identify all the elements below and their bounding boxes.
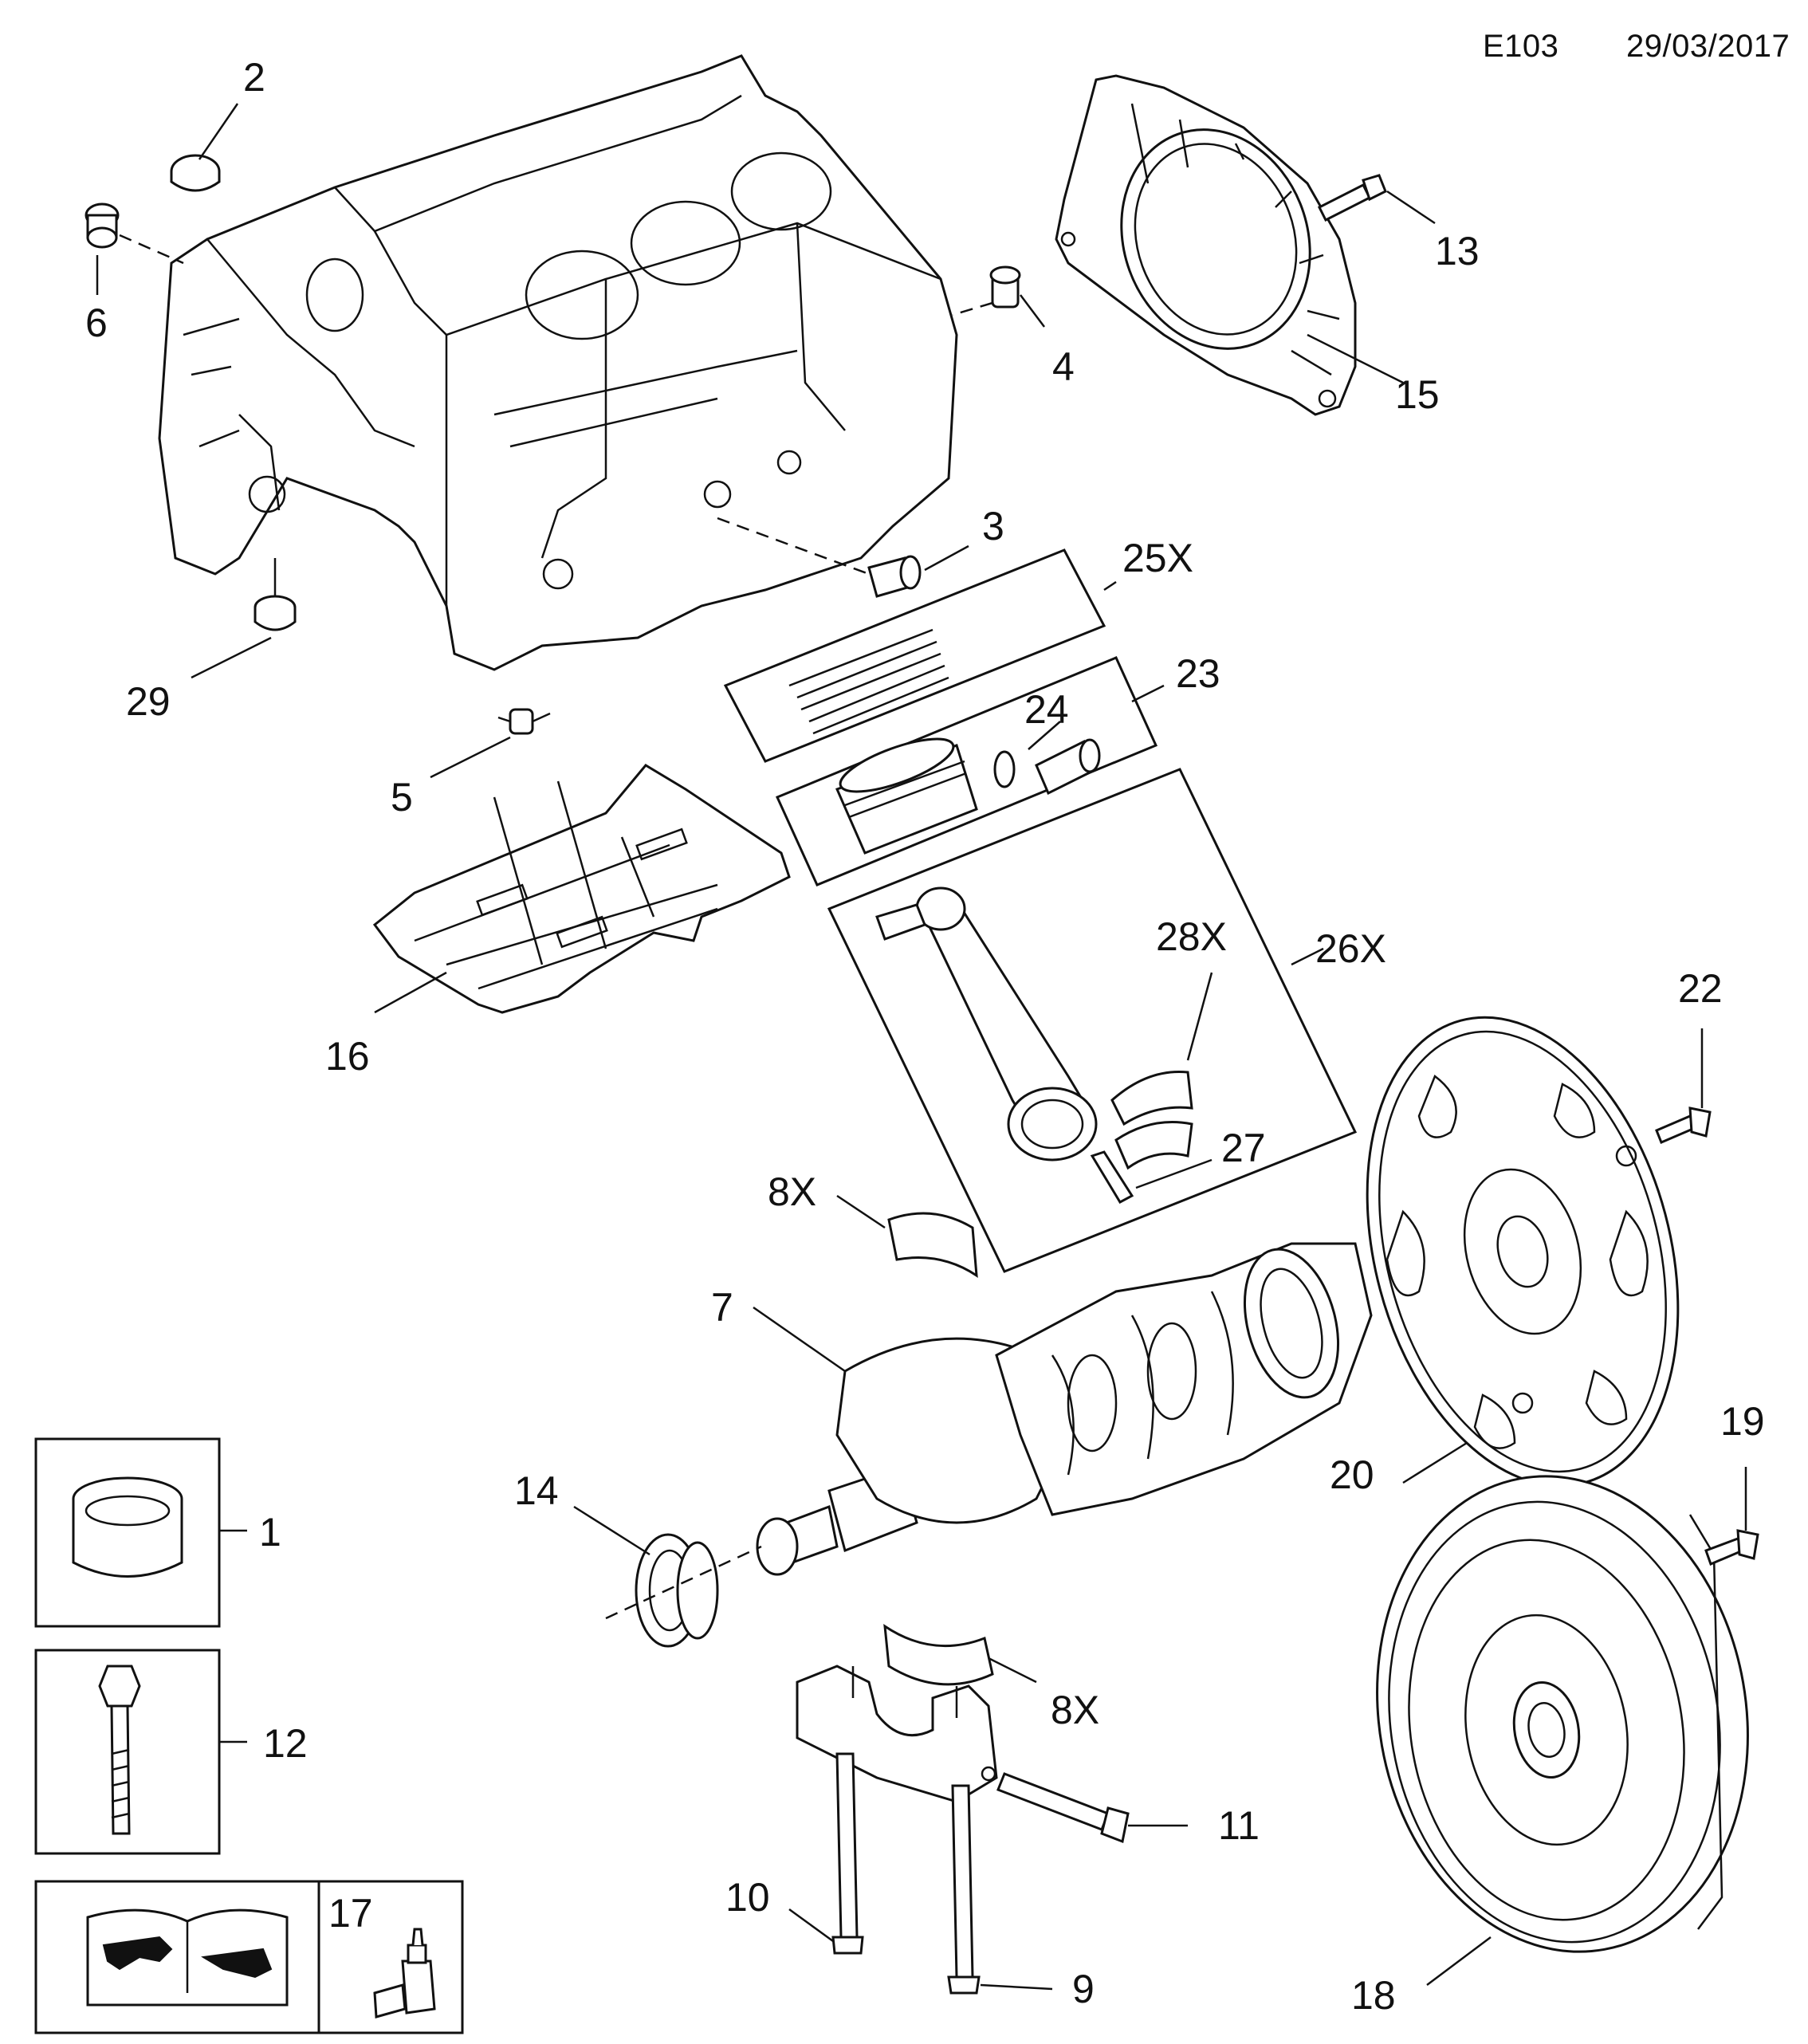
callout-18: 18 — [1351, 1973, 1396, 2018]
callout-22: 22 — [1678, 966, 1723, 1011]
leader-28x — [1186, 972, 1213, 1061]
legend-box-17 — [34, 1880, 464, 2034]
callout-13: 13 — [1435, 229, 1480, 273]
callout-8x-top: 8X — [768, 1169, 817, 1214]
part-8x-bearing-lower — [883, 1623, 994, 1686]
callout-19: 19 — [1720, 1399, 1765, 1444]
part-22-bolt — [1655, 1107, 1712, 1144]
leader-20 — [1402, 1441, 1468, 1484]
part-13-bolt — [1317, 174, 1387, 222]
callout-25x: 25X — [1122, 536, 1193, 580]
callout-26x: 26X — [1315, 926, 1386, 971]
leader-9 — [980, 1983, 1053, 1991]
diagram-code: E103 — [1483, 29, 1559, 64]
leader-23 — [1131, 684, 1165, 703]
callout-7: 7 — [711, 1285, 733, 1330]
callout-17: 17 — [328, 1891, 373, 1936]
diagram-date: 29/03/2017 — [1626, 29, 1790, 64]
leader-29 — [191, 636, 272, 679]
part-5-clip — [497, 708, 551, 735]
leader-18 — [1426, 1936, 1492, 1986]
callout-5: 5 — [391, 775, 413, 820]
leader-10 — [788, 1908, 834, 1943]
callout-11: 11 — [1218, 1803, 1260, 1848]
callout-4: 4 — [1052, 344, 1075, 389]
leader-7 — [753, 1306, 846, 1373]
callout-23: 23 — [1176, 651, 1220, 696]
callout-6: 6 — [85, 301, 108, 345]
callout-9: 9 — [1072, 1967, 1095, 2011]
part-20-flexplate — [1366, 1016, 1680, 1488]
legend-box-12 — [34, 1649, 221, 1855]
callout-24: 24 — [1024, 687, 1069, 732]
part-main-bearing-cap — [796, 1665, 998, 1803]
part-10-bolt — [831, 1752, 864, 1955]
leader-16 — [374, 971, 447, 1014]
part-19-bolt — [1704, 1529, 1759, 1566]
leader-24 — [1028, 721, 1061, 750]
leader-8x-top — [836, 1194, 886, 1229]
leader-14 — [573, 1505, 650, 1556]
callout-14: 14 — [514, 1468, 559, 1513]
part-11-bolt — [996, 1772, 1130, 1844]
callout-8x-bottom: 8X — [1051, 1688, 1100, 1732]
part-14-front-seal — [635, 1533, 719, 1648]
part-18-flywheel — [1376, 1475, 1749, 1953]
callout-1: 1 — [259, 1510, 281, 1555]
callout-15: 15 — [1395, 372, 1440, 417]
leader-25x — [1103, 580, 1117, 592]
part-9-bolt — [947, 1784, 981, 1995]
callout-12: 12 — [263, 1721, 308, 1766]
box-25x-piston-rings — [723, 548, 1106, 763]
part-8x-bearing-upper — [887, 1212, 978, 1278]
callout-28x: 28X — [1156, 914, 1227, 959]
callout-2: 2 — [243, 55, 265, 100]
box-26x-connecting-rod — [827, 768, 1358, 1273]
leader-15 — [1307, 333, 1404, 384]
part-7-crankshaft — [756, 1242, 1373, 1576]
part-16-baffle — [372, 764, 791, 1014]
part-15-seal-housing — [1055, 74, 1357, 416]
callout-27: 27 — [1221, 1126, 1266, 1170]
part-2-cup-plug — [170, 154, 221, 192]
leader-4 — [1020, 294, 1045, 328]
leader-3 — [924, 544, 969, 572]
part-29-plug — [254, 595, 297, 631]
part-6-plug — [85, 202, 120, 249]
part-3-plug — [867, 555, 922, 598]
callout-29: 29 — [126, 679, 171, 724]
leader-2 — [198, 103, 239, 160]
leader-26x — [1291, 947, 1324, 966]
engine-block — [158, 54, 958, 671]
legend-box-1 — [34, 1437, 221, 1628]
leader-8x-bottom — [988, 1657, 1037, 1684]
leader-13 — [1386, 190, 1436, 225]
part-4-plug — [989, 265, 1021, 309]
leader-27 — [1135, 1158, 1213, 1189]
callout-20: 20 — [1330, 1452, 1374, 1497]
callout-10: 10 — [725, 1875, 770, 1920]
box-23-piston — [775, 656, 1158, 886]
leader-5 — [430, 736, 511, 779]
callout-3: 3 — [982, 504, 1004, 548]
callout-16: 16 — [325, 1034, 370, 1079]
